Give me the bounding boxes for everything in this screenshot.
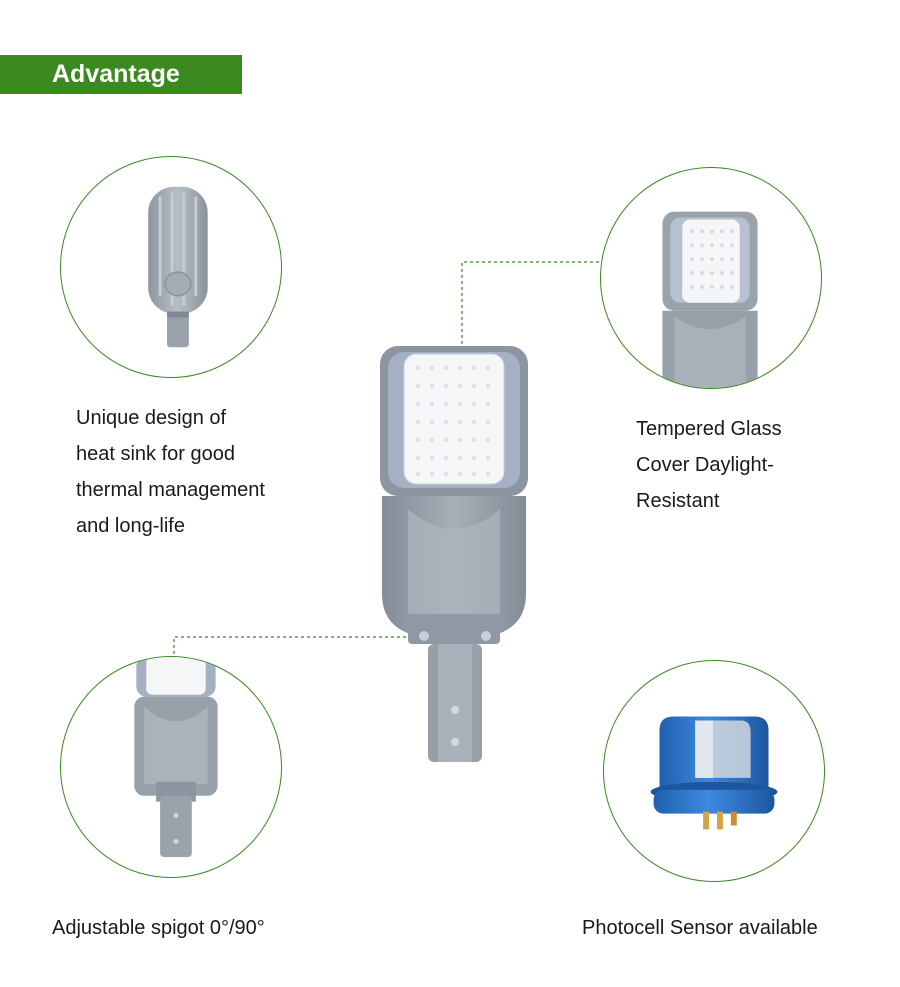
spigot-caption: Adjustable spigot 0°/90° bbox=[52, 917, 265, 939]
glass-cover-lamp-image bbox=[662, 211, 758, 388]
section-header-bar: Advantage bbox=[0, 55, 242, 94]
photocell-circle bbox=[603, 660, 825, 882]
glass-cover-circle bbox=[600, 167, 822, 389]
heat-sink-circle bbox=[60, 156, 282, 378]
main-streetlight-image bbox=[380, 346, 528, 762]
heat-sink-caption: Unique design of heat sink for good ther… bbox=[76, 407, 265, 537]
spigot-lamp-image bbox=[134, 657, 218, 858]
section-title: Advantage bbox=[52, 60, 180, 88]
glass-cover-caption: Tempered Glass Cover Daylight- Resistant bbox=[636, 418, 782, 512]
photocell-caption: Photocell Sensor available bbox=[582, 917, 818, 939]
heat-sink-lamp-image bbox=[148, 186, 208, 348]
glass-callout-line bbox=[461, 261, 602, 344]
spigot-circle bbox=[60, 656, 282, 878]
photocell-sensor-image bbox=[650, 716, 778, 830]
